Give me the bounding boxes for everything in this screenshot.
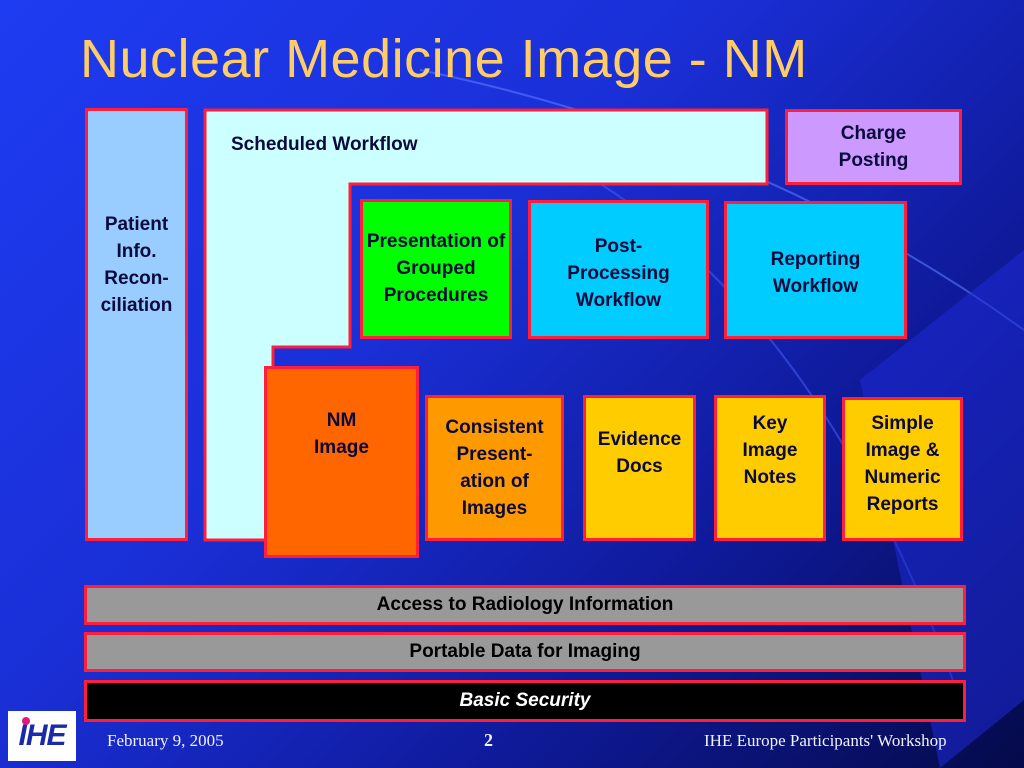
post-processing-workflow-box: Post- Processing Workflow bbox=[528, 200, 709, 339]
portable-data-label: Portable Data for Imaging bbox=[409, 641, 641, 662]
charge-posting-box: Charge Posting bbox=[785, 109, 962, 185]
portable-data-bar: Portable Data for Imaging bbox=[84, 632, 966, 672]
key-image-notes-label: Key Image Notes bbox=[742, 413, 798, 488]
presentation-grouped-procedures-box: Presentation of Grouped Procedures bbox=[360, 199, 512, 339]
scheduled-workflow-region bbox=[203, 108, 769, 542]
patient-info-reconciliation-label: Patient Info. Recon- ciliation bbox=[100, 214, 173, 316]
access-radiology-label: Access to Radiology Information bbox=[376, 594, 674, 615]
nm-image-label: NM Image bbox=[314, 410, 369, 458]
footer-page-number: 2 bbox=[484, 730, 493, 750]
basic-security-bar: Basic Security bbox=[84, 680, 966, 722]
evidence-docs-box: Evidence Docs bbox=[583, 395, 696, 541]
footer-event: IHE Europe Participants' Workshop bbox=[704, 731, 947, 750]
reporting-workflow-box: Reporting Workflow bbox=[724, 201, 907, 339]
access-radiology-bar: Access to Radiology Information bbox=[84, 585, 966, 625]
reporting-workflow-label: Reporting Workflow bbox=[770, 249, 861, 297]
post-processing-workflow-label: Post- Processing Workflow bbox=[567, 236, 670, 311]
consistent-presentation-label: Consistent Present- ation of Images bbox=[445, 417, 544, 519]
charge-posting-label: Charge Posting bbox=[838, 123, 909, 171]
ihe-logo: IHE bbox=[8, 711, 76, 761]
consistent-presentation-box: Consistent Present- ation of Images bbox=[425, 395, 564, 541]
key-image-notes-box: Key Image Notes bbox=[714, 395, 826, 541]
presentation-grouped-procedures-label: Presentation of Grouped Procedures bbox=[366, 231, 506, 306]
ihe-logo-dot bbox=[22, 717, 30, 725]
simple-image-numeric-reports-label: Simple Image & Numeric Reports bbox=[864, 413, 941, 515]
evidence-docs-label: Evidence Docs bbox=[597, 429, 682, 477]
basic-security-label: Basic Security bbox=[459, 690, 591, 711]
patient-info-reconciliation-box: Patient Info. Recon- ciliation bbox=[85, 108, 188, 541]
slide-title: Nuclear Medicine Image - NM bbox=[80, 29, 808, 89]
scheduled-workflow-label: Scheduled Workflow bbox=[231, 134, 418, 155]
footer-date: February 9, 2005 bbox=[107, 731, 224, 750]
simple-image-numeric-reports-box: Simple Image & Numeric Reports bbox=[842, 397, 963, 541]
nm-image-box: NM Image bbox=[264, 366, 419, 558]
